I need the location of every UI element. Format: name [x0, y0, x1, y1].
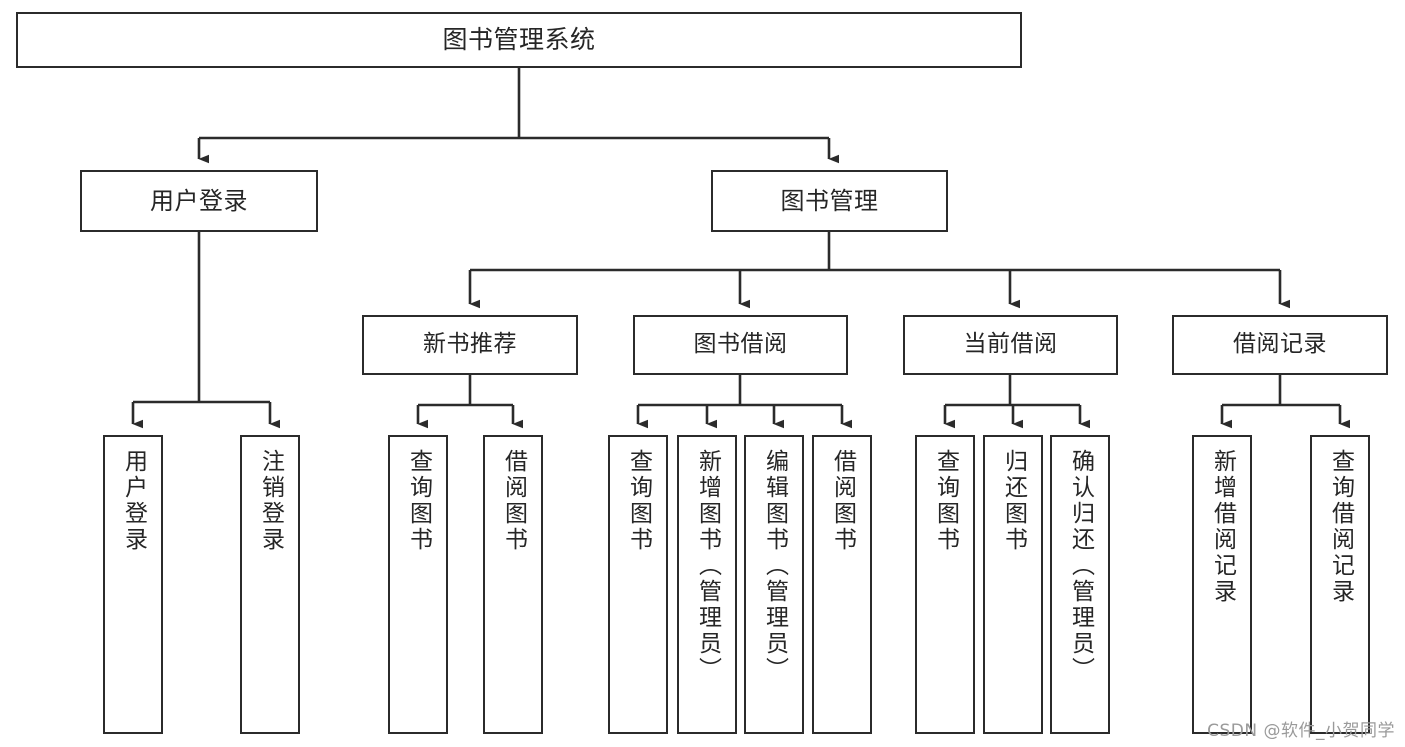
- leaf-user-login[interactable]: 用户登录: [103, 435, 163, 734]
- leaf-query-books-recommendation[interactable]: 查询图书: [388, 435, 448, 734]
- node-user-login[interactable]: 用户登录: [80, 170, 318, 232]
- node-label: 图书管理系统: [442, 25, 596, 55]
- node-current-borrowing[interactable]: 当前借阅: [903, 315, 1118, 375]
- leaf-query-books-borrowing[interactable]: 查询图书: [608, 435, 668, 734]
- node-label: 用户登录: [120, 449, 147, 553]
- node-label: 新增借阅记录: [1209, 449, 1236, 605]
- node-label: 新增图书（管理员）: [694, 449, 721, 683]
- node-label: 图书管理: [780, 186, 879, 215]
- node-label: 当前借阅: [963, 331, 1058, 358]
- leaf-confirm-return-admin[interactable]: 确认归还（管理员）: [1050, 435, 1110, 734]
- leaf-return-books[interactable]: 归还图书: [983, 435, 1043, 734]
- leaf-borrow-books-borrowing[interactable]: 借阅图书: [812, 435, 872, 734]
- node-label: 编辑图书（管理员）: [761, 449, 788, 683]
- node-label: 查询图书: [625, 449, 652, 553]
- node-label: 新书推荐: [423, 331, 517, 358]
- node-label: 查询借阅记录: [1327, 449, 1354, 605]
- leaf-add-book-admin[interactable]: 新增图书（管理员）: [677, 435, 737, 734]
- leaf-logout[interactable]: 注销登录: [240, 435, 300, 734]
- node-label: 查询图书: [405, 449, 432, 553]
- leaf-edit-book-admin[interactable]: 编辑图书（管理员）: [744, 435, 804, 734]
- node-borrow-records[interactable]: 借阅记录: [1172, 315, 1388, 375]
- node-new-book-recommendation[interactable]: 新书推荐: [362, 315, 578, 375]
- node-label: 图书借阅: [693, 331, 788, 358]
- node-label: 借阅图书: [500, 449, 527, 553]
- node-book-management[interactable]: 图书管理: [711, 170, 948, 232]
- node-root-book-management-system[interactable]: 图书管理系统: [16, 12, 1022, 68]
- node-label: 注销登录: [257, 449, 284, 553]
- node-label: 归还图书: [1000, 449, 1027, 553]
- node-label: 查询图书: [932, 449, 959, 553]
- node-label: 用户登录: [150, 186, 248, 215]
- node-book-borrowing[interactable]: 图书借阅: [633, 315, 848, 375]
- leaf-query-books-current[interactable]: 查询图书: [915, 435, 975, 734]
- leaf-query-borrow-record[interactable]: 查询借阅记录: [1310, 435, 1370, 734]
- leaf-borrow-books-recommendation[interactable]: 借阅图书: [483, 435, 543, 734]
- csdn-watermark: CSDN @软件_小贺同学: [1207, 721, 1395, 741]
- leaf-add-borrow-record[interactable]: 新增借阅记录: [1192, 435, 1252, 734]
- node-label: 借阅图书: [829, 449, 856, 553]
- node-label: 借阅记录: [1233, 331, 1327, 358]
- node-label: 确认归还（管理员）: [1067, 449, 1094, 683]
